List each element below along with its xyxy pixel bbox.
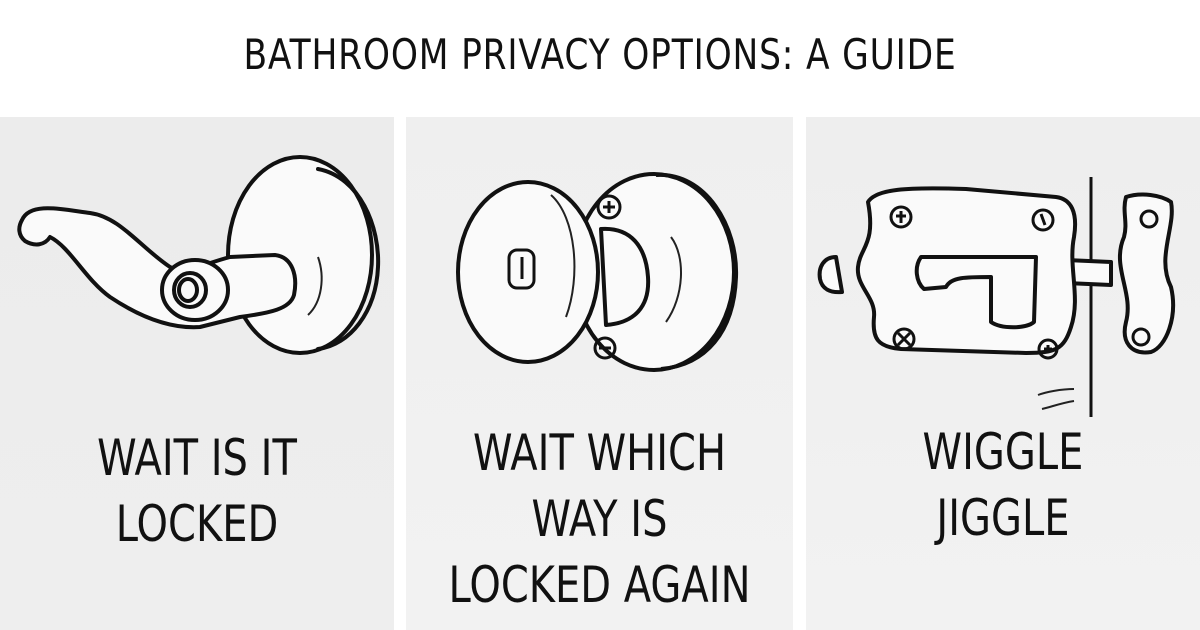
caption-line: LOCKED xyxy=(115,495,279,553)
panel-slide-bolt: WIGGLE JIGGLE xyxy=(806,117,1200,630)
panel-doorknob: WAIT WHICH WAY IS LOCKED AGAIN xyxy=(406,117,793,630)
panel-3-caption: WIGGLE JIGGLE xyxy=(845,419,1160,551)
caption-line: WAIT IS IT xyxy=(97,429,297,487)
panel-2-caption: WAIT WHICH WAY IS LOCKED AGAIN xyxy=(445,420,755,618)
caption-line: WAIT WHICH xyxy=(472,424,727,482)
caption-line: JIGGLE xyxy=(936,489,1070,547)
caption-line: WIGGLE xyxy=(922,423,1084,481)
panel-1-caption: WAIT IS IT LOCKED xyxy=(39,425,354,557)
lever-door-handle-icon xyxy=(17,155,381,355)
comic-title: BATHROOM PRIVACY OPTIONS: A GUIDE xyxy=(243,30,957,79)
caption-line: WAY IS xyxy=(531,490,668,548)
caption-line: LOCKED AGAIN xyxy=(448,556,751,614)
slide-bolt-latch-icon xyxy=(817,177,1176,417)
panel-lever-handle: WAIT IS IT LOCKED xyxy=(0,117,394,630)
doorknob-with-turn-lock-icon xyxy=(456,172,739,372)
